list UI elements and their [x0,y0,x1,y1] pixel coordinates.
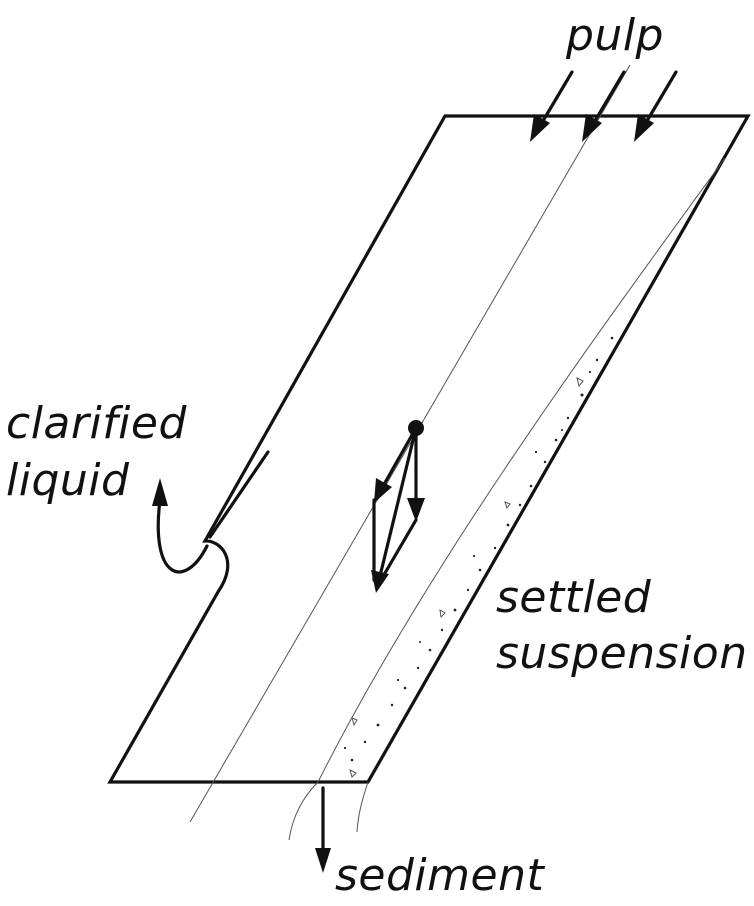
suspension-particles [343,336,614,762]
pulp-label: pulp [565,10,664,61]
suspension-boundary [317,157,726,783]
velocity-vectors [371,426,425,593]
settled-label-line1: settled [496,572,652,623]
settled-label-line2: suspension [496,628,748,679]
sediment-curve-right [356,781,369,833]
sediment-arrow [315,786,331,873]
clarified-liquid-arrow [152,478,209,574]
sediment-label: sediment [335,850,545,901]
channel-outline [107,114,751,784]
clarified-label-line2: liquid [6,455,130,506]
center-line [189,64,631,823]
suspension-flocs [349,377,584,778]
sediment-curve-left [288,781,319,841]
pulp-arrows [530,70,678,142]
outlet-slot [208,450,270,539]
clarified-label-line1: clarified [6,398,187,449]
